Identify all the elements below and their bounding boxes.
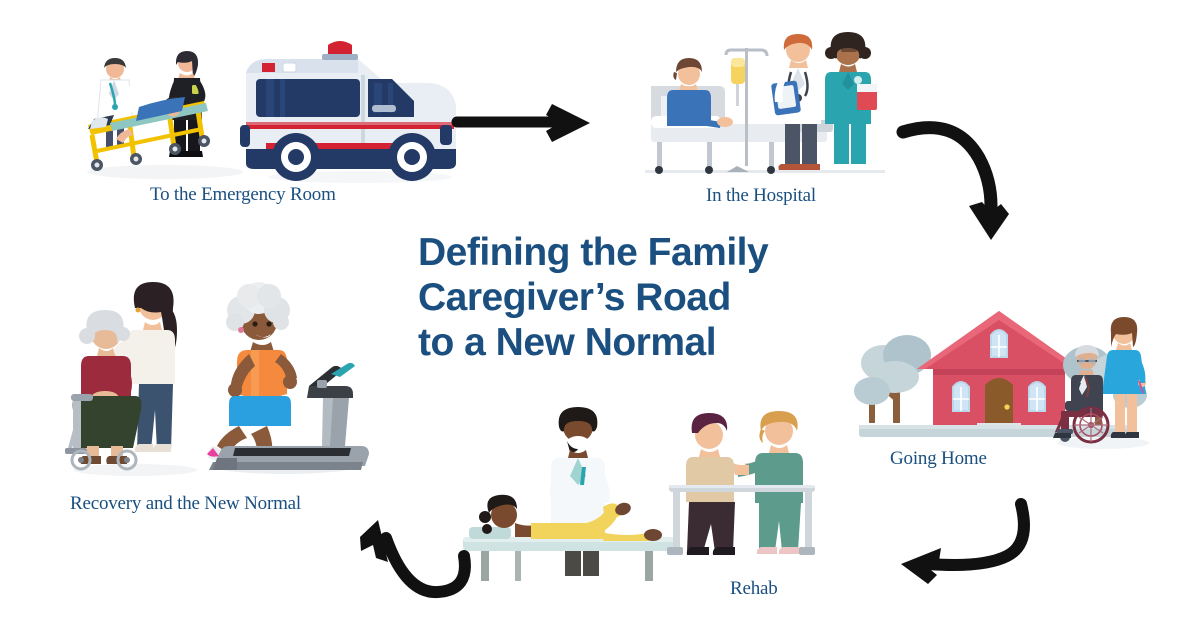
rehab-therapist	[735, 411, 803, 554]
arrow-hospital-to-home	[895, 118, 1025, 248]
step-label-hospital: In the Hospital	[706, 185, 816, 206]
daughter-caregiver	[102, 282, 177, 452]
hospital-illustration	[645, 32, 885, 174]
arrow-er-to-hospital	[451, 100, 600, 148]
treadmill-runner-group	[207, 282, 369, 474]
patient-on-stretcher	[88, 96, 208, 143]
ambulance	[240, 41, 456, 183]
arrow-rehab-to-recovery	[360, 508, 480, 628]
step-label-er: To the Emergency Room	[150, 184, 336, 205]
scene-recovery	[65, 280, 385, 480]
emergency-room-illustration	[87, 41, 456, 183]
arrow-home-to-rehab	[885, 498, 1035, 610]
step-label-recovery: Recovery and the New Normal	[70, 493, 301, 514]
title-line-2: Caregiver’s Road	[418, 276, 731, 320]
recovery-illustration	[65, 282, 369, 476]
doctor-figure	[96, 58, 138, 147]
elderly-in-wheelchair	[1053, 345, 1110, 444]
scene-hospital	[645, 28, 895, 188]
doctor-with-clipboard	[771, 34, 821, 170]
treadmill	[209, 362, 369, 470]
going-home-illustration	[854, 311, 1149, 449]
patient-on-therapy-table	[469, 494, 662, 541]
recovery-wheelchair-pair	[65, 282, 197, 476]
title-line-1: Defining the Family	[418, 231, 769, 274]
scene-emergency-room	[70, 25, 456, 185]
walking-patient	[686, 413, 767, 555]
step-label-rehab: Rehab	[730, 578, 778, 599]
nurse-figure	[825, 32, 877, 170]
title-line-3: to a New Normal	[418, 321, 717, 365]
stretcher	[87, 96, 243, 179]
rehab-illustration	[463, 407, 815, 581]
senior-runner	[207, 282, 297, 468]
tree-group-left	[854, 335, 931, 423]
house	[917, 311, 1081, 432]
patient-in-bed	[667, 58, 733, 128]
step-label-home: Going Home	[890, 448, 987, 469]
scene-going-home	[854, 295, 1149, 449]
page-title: Defining the Family Caregiver’s Road to …	[418, 230, 818, 366]
elderly-woman-wheelchair	[72, 310, 142, 464]
scene-rehab	[455, 405, 835, 585]
white-afro-hair	[226, 282, 290, 331]
recovery-wheelchair-frame	[65, 394, 138, 471]
caregiver-figure	[1102, 317, 1146, 438]
wheelchair-and-caregiver	[1053, 317, 1149, 449]
parallel-bars	[667, 485, 815, 555]
parallel-bars-rehab	[667, 411, 815, 555]
iv-stand	[724, 48, 769, 172]
